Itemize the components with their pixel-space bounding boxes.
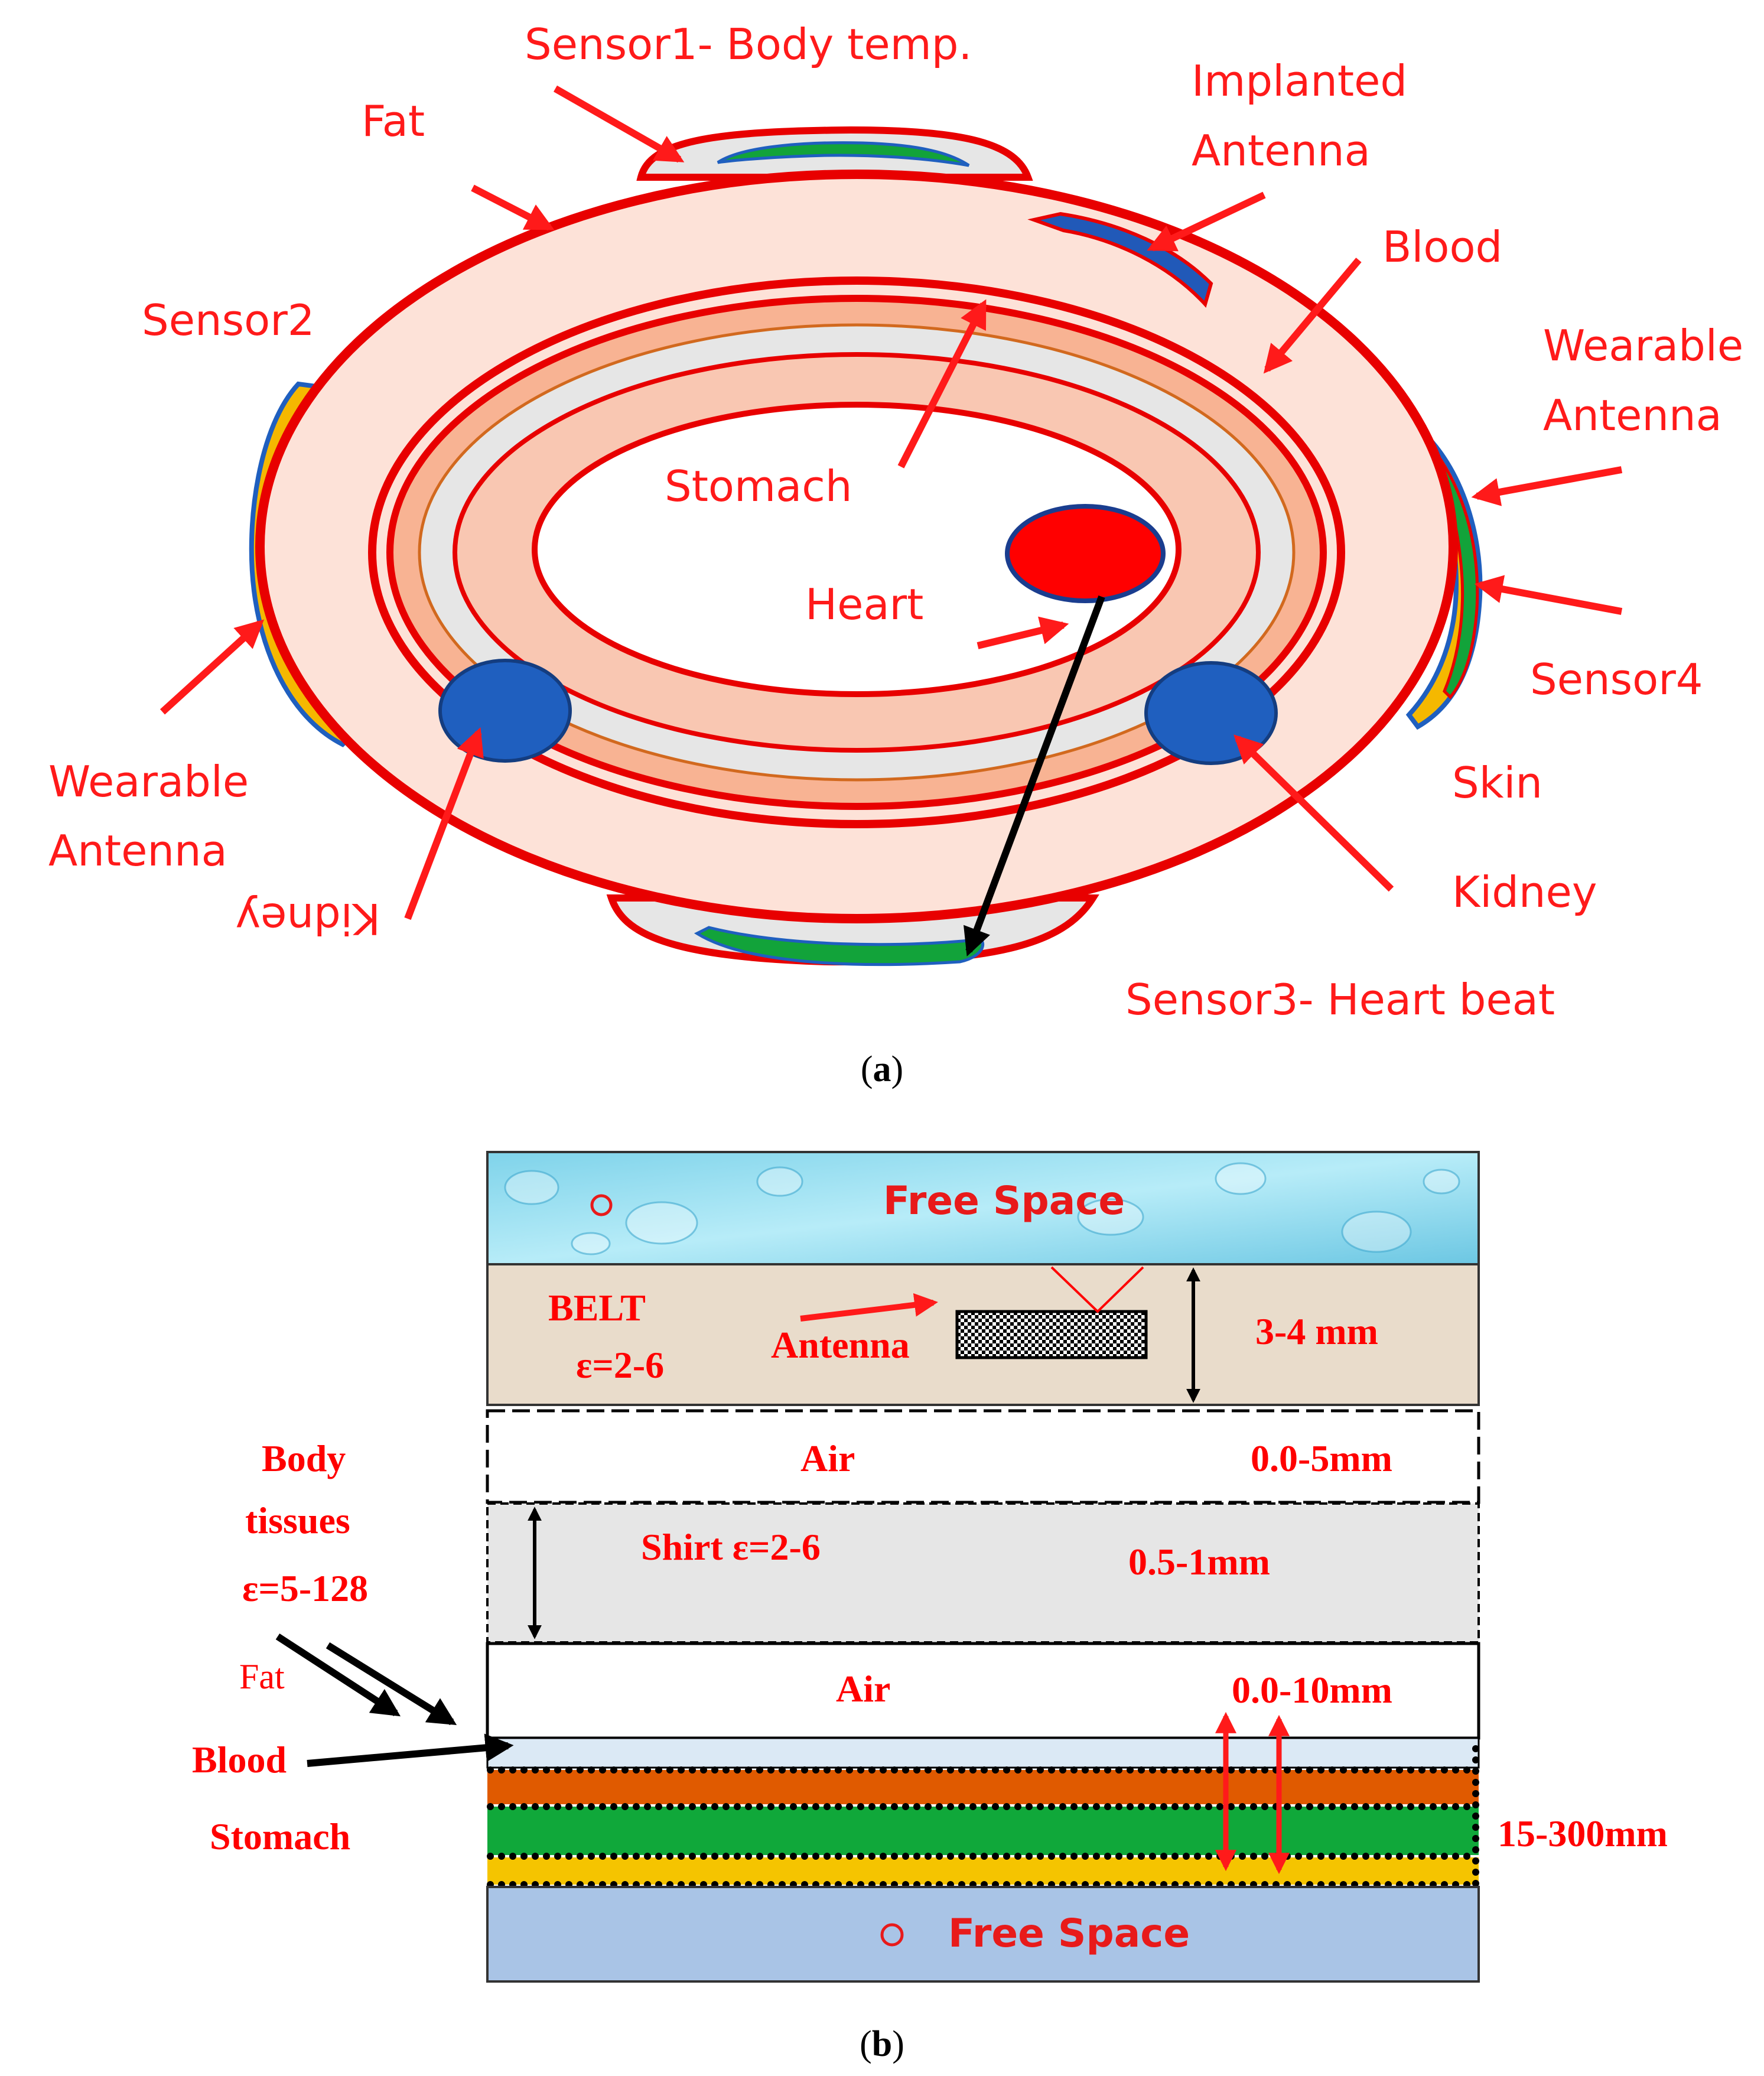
- label-sensor3: Sensor3- Heart beat: [1125, 975, 1555, 1024]
- arrow-heart: [977, 616, 1069, 649]
- label-skin: Skin: [1452, 758, 1542, 808]
- blood-boundary: [368, 276, 1345, 828]
- caption-b: (b): [860, 2024, 904, 2064]
- label-belt-thickness: 3-4 mm: [1255, 1310, 1378, 1352]
- label-belt: BELT: [548, 1287, 646, 1329]
- arrow-fat-b-2: [326, 1642, 457, 1726]
- caption-a: (a): [861, 1049, 903, 1089]
- label-tissue-thickness: 15-300mm: [1498, 1813, 1668, 1854]
- label-kidney-right: Kidney: [1452, 867, 1597, 917]
- sensor1-element: [717, 141, 970, 167]
- free-space-bottom-marker: [880, 1923, 904, 1947]
- antenna-radiation-lines: [1050, 1266, 1144, 1313]
- free-space-top-layer: [486, 1151, 1480, 1265]
- label-stomach-b: Stomach: [210, 1815, 350, 1857]
- free-space-bottom-layer: [486, 1886, 1480, 1983]
- label-implanted-line2: Antenna: [1192, 126, 1371, 175]
- label-body-eps: ε=5-128: [242, 1567, 368, 1609]
- caption-b-letter: b: [872, 2024, 892, 2064]
- label-blood-b: Blood: [192, 1739, 287, 1781]
- arrow-blood: [1263, 258, 1362, 374]
- shirt-layer: [486, 1502, 1480, 1644]
- label-wearable-right-line1: Wearable: [1543, 321, 1743, 370]
- label-sensor2: Sensor2: [142, 295, 315, 345]
- label-shirt: Shirt ε=2-6: [641, 1526, 821, 1568]
- label-sensor4: Sensor4: [1530, 655, 1703, 704]
- tissue-dotted-boundaries: [487, 1745, 1479, 1888]
- kidney-left: [438, 659, 572, 763]
- arrow-fat: [471, 184, 555, 231]
- arrow-implanted-antenna: [1147, 191, 1266, 252]
- arrow-stomach: [897, 299, 987, 468]
- implanted-antenna: [1027, 211, 1213, 308]
- body-cavity: [532, 402, 1182, 697]
- air-gap-1-layer: [486, 1409, 1480, 1504]
- air-gap-2-layer: [486, 1642, 1480, 1740]
- label-fat-b: Fat: [239, 1657, 285, 1696]
- panel-a-arrows: [160, 85, 1623, 920]
- stomach-tissue-layer: [487, 1857, 1479, 1885]
- label-antenna: Antenna: [771, 1324, 910, 1366]
- label-heart: Heart: [805, 580, 923, 629]
- label-air2: Air: [836, 1668, 890, 1710]
- label-free-space-bottom: Free Space: [948, 1911, 1190, 1956]
- label-fat: Fat: [362, 96, 425, 146]
- arrow-kidney-right: [1234, 734, 1394, 892]
- label-sensor1: Sensor1- Body temp.: [525, 19, 972, 69]
- skin-tissue-layer: [486, 1737, 1480, 1769]
- belt-antenna: [955, 1310, 1148, 1359]
- water-droplets: [504, 1162, 1460, 1255]
- panel-a-body-diagram: Sensor1- Body temp. Fat Implanted Antenn…: [48, 19, 1743, 1089]
- free-space-top-marker: [590, 1194, 613, 1216]
- label-free-space-top: Free Space: [883, 1178, 1125, 1224]
- label-shirt-thickness: 0.5-1mm: [1128, 1541, 1270, 1583]
- arrow-fat-b-1: [275, 1633, 401, 1717]
- label-air2-thickness: 0.0-10mm: [1232, 1669, 1392, 1711]
- label-stomach: Stomach: [665, 461, 852, 511]
- blood-tissue-layer: [487, 1807, 1479, 1855]
- label-air1: Air: [800, 1437, 855, 1479]
- arrow-blood-b: [307, 1733, 514, 1767]
- label-body-line2: tissues: [245, 1499, 350, 1541]
- kidney-right: [1144, 661, 1278, 765]
- label-wearable-right-line2: Antenna: [1543, 391, 1722, 440]
- label-belt-eps: ε=2-6: [576, 1344, 664, 1386]
- heart: [1005, 504, 1166, 603]
- heartbeat-arrow: [964, 595, 1105, 956]
- arrow-kidney-left: [404, 727, 484, 920]
- arrow-wearable-right: [1471, 466, 1623, 506]
- label-body-line1: Body: [262, 1437, 346, 1479]
- label-blood: Blood: [1382, 222, 1502, 272]
- fat-tissue-layer: [487, 1770, 1479, 1804]
- arrow-wearable-left: [160, 619, 265, 715]
- label-implanted-line1: Implanted: [1192, 56, 1407, 106]
- caption-a-letter: a: [873, 1049, 891, 1089]
- label-wearable-left-line2: Antenna: [48, 826, 227, 876]
- label-kidney-left: Kidney: [236, 894, 380, 943]
- arrow-sensor4: [1474, 575, 1623, 615]
- label-wearable-left-line1: Wearable: [48, 757, 249, 806]
- arrow-sensor1: [554, 85, 685, 163]
- label-air1-thickness: 0.0-5mm: [1251, 1437, 1392, 1479]
- panel-b-layer-diagram: Free Space BELT ε=2-6 Antenna 3-4 mm Air…: [192, 1151, 1668, 2064]
- arrow-antenna: [800, 1293, 938, 1322]
